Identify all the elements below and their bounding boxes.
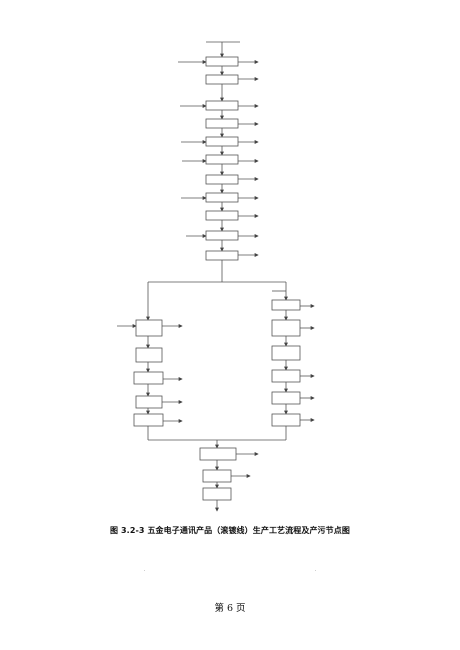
flowchart-connectors — [117, 41, 315, 512]
process-box — [205, 118, 239, 129]
process-box — [135, 395, 163, 409]
process-box — [271, 413, 301, 427]
process-box — [133, 371, 164, 385]
figure-caption: 图 3.2-3 五金电子通讯产品（滚镀线）生产工艺流程及产污节点图 — [110, 526, 350, 535]
process-box — [271, 299, 301, 311]
flowchart-process-boxes — [133, 56, 301, 501]
process-box — [205, 210, 239, 221]
process-box — [205, 192, 239, 203]
process-box — [133, 413, 164, 427]
scan-speck — [315, 570, 316, 571]
process-box — [205, 154, 239, 165]
process-box — [205, 74, 239, 85]
process-box — [271, 319, 301, 337]
process-box — [135, 347, 163, 363]
process-box — [205, 56, 239, 67]
process-box — [205, 136, 239, 147]
process-box — [135, 319, 163, 337]
process-box — [271, 391, 301, 405]
process-flowchart — [117, 41, 315, 512]
process-box — [202, 487, 232, 501]
process-box — [202, 469, 232, 483]
scan-speck — [144, 570, 145, 571]
process-box — [271, 369, 301, 383]
process-box — [271, 345, 301, 361]
page-number: 第 6 页 — [214, 603, 246, 614]
process-box — [205, 230, 239, 241]
process-box — [205, 250, 239, 261]
process-box — [205, 174, 239, 185]
process-box — [199, 447, 237, 461]
process-box — [205, 100, 239, 111]
